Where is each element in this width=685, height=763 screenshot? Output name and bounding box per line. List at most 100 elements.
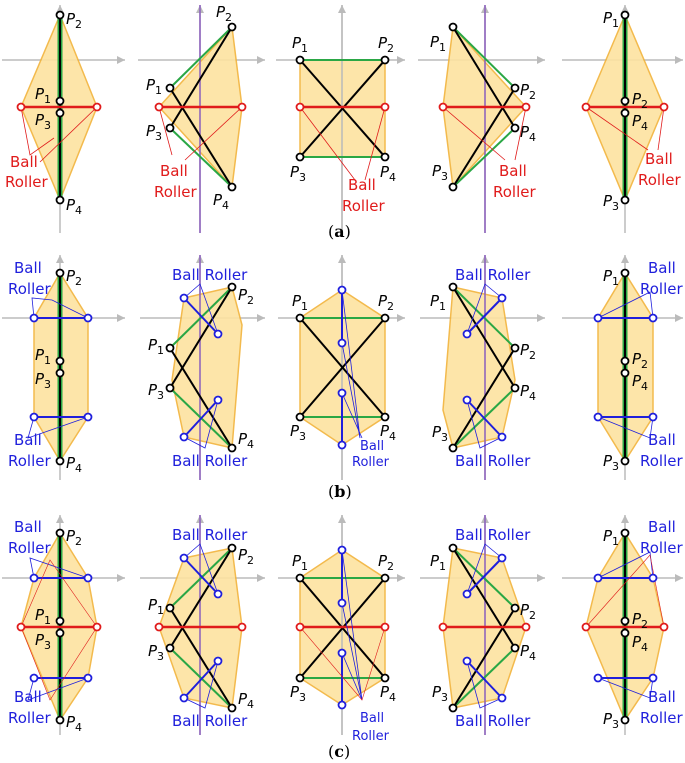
point-p4 [380,152,390,162]
roller-label: Roller [352,729,390,744]
callout-line [20,106,55,156]
green-link [452,26,516,89]
label-p3: P3 [290,683,306,704]
black-link [169,547,233,649]
callout-line [183,399,219,449]
label-p4: P4 [238,690,254,711]
label-p3: P3 [603,710,619,731]
roller-label: Roller [5,173,48,191]
point-p2 [55,528,65,538]
ball-label: Ball [14,518,42,536]
ball-label: Ball [499,162,527,180]
blue-link [183,399,219,438]
black-link [452,607,516,709]
label-p3: P3 [290,422,306,443]
blue-link [466,660,503,699]
joint [213,656,223,666]
point-p2 [510,603,520,613]
row-a: P2 P1 P3 P4 Ball Roller P2 [2,3,683,241]
label-p3: P3 [35,631,51,652]
callout-line [341,392,363,439]
panel-b-5: P1 P2 P4 P3 Ball Roller Ball Roller [562,255,683,480]
roller-label: Roller [640,280,683,298]
callout-line [466,660,503,709]
label-p4: P4 [520,123,536,144]
label-p1: P1 [603,527,619,548]
joint [659,102,669,112]
label-p1: P1 [430,552,446,573]
point-p3 [55,108,65,118]
panel-b-4: P1 P2 P3 P4 Ball Roller Ball Roller [420,255,545,480]
callout-line [20,559,98,628]
point-p1 [295,313,305,323]
black-link [452,87,516,188]
joint [337,338,347,348]
label-p2: P2 [378,292,394,313]
label-p4: P4 [66,454,82,475]
callout-line [597,416,654,439]
label-p2: P2 [520,341,536,362]
label-p3: P3 [148,642,164,663]
callout-line [39,106,98,163]
panel-a-4: P1 P2 P3 P4 Ball Roller [418,5,545,233]
label-p4: P4 [632,372,648,393]
label-p2: P2 [238,286,254,307]
point-p4 [55,195,65,205]
green-link [452,127,516,188]
label-p3: P3 [146,122,162,143]
callout-line [585,554,665,628]
joint [462,656,472,666]
joint [593,412,603,422]
label-p2: P2 [632,90,648,111]
roller-label: Roller [154,183,197,201]
roller-label: Roller [640,452,683,470]
ball-label: Ball [360,711,384,726]
point-p2 [620,356,630,366]
ball-label: Ball [648,518,676,536]
ball-roller-label: Ball Roller [455,452,531,470]
point-p1 [448,543,458,553]
joint [92,102,102,112]
callout-line [341,289,361,439]
roller-label: Roller [640,539,683,557]
joint [237,622,247,632]
point-p4 [510,643,520,653]
joint [497,693,507,703]
black-link [169,607,233,709]
label-p4: P4 [380,422,396,443]
point-p3 [55,628,65,638]
ball-label: Ball [648,688,676,706]
label-p3: P3 [432,423,448,444]
ball-label: Ball [648,259,676,277]
callout-line [29,557,89,579]
blue-link [466,399,503,438]
point-p4 [55,456,65,466]
joint [497,432,507,442]
black-link [169,87,233,188]
ball-roller-label: Ball Roller [455,266,531,284]
label-p1: P1 [146,76,162,97]
label-p3: P3 [432,162,448,183]
label-p4: P4 [520,382,536,403]
joint [92,622,102,632]
callout-line [466,283,503,335]
green-link [169,26,233,89]
panel-c-1: P2 P1 P3 P4 Ball Roller Ball Roller [2,515,125,735]
joint [659,622,669,632]
label-p4: P4 [213,191,229,212]
joint [29,573,39,583]
panel-b-2: P2 P1 P3 P4 Ball Roller Ball Roller [140,255,265,480]
joint [521,102,531,112]
callout-line [183,283,219,335]
label-p2: P2 [216,3,232,24]
label-p1: P1 [292,552,308,573]
joint [337,700,347,710]
point-p1 [448,22,458,32]
joint [83,673,93,683]
callout-line [158,106,173,156]
joint [154,102,164,112]
panel-a-1: P2 P1 P3 P4 Ball Roller [2,5,125,233]
point-p3 [55,368,65,378]
label-p2: P2 [66,10,82,31]
